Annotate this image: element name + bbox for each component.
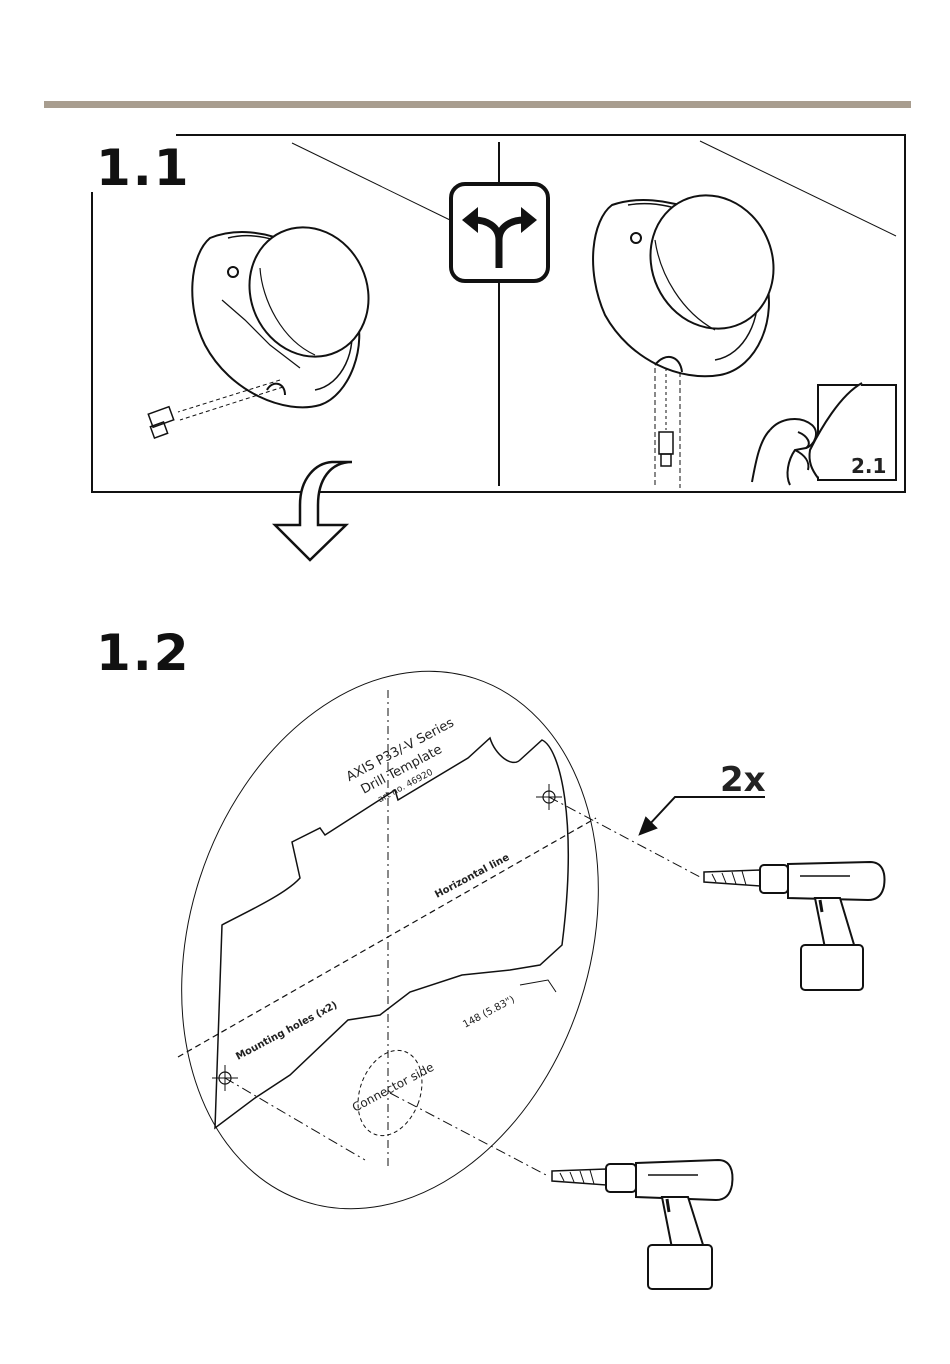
connector-side-label: Connector side <box>350 1060 436 1115</box>
fork-arrow-icon <box>451 184 548 281</box>
template-text: AXIS P33/-V Series Drill Template art no… <box>344 715 472 813</box>
network-cable-right <box>655 368 680 488</box>
drill-template <box>115 617 665 1264</box>
two-times-pointer <box>640 797 765 834</box>
reference-step-label: 2.1 <box>851 454 886 478</box>
horizontal-line-label: Horizontal line <box>433 852 511 901</box>
drill-count-label: 2x <box>720 760 766 800</box>
dimension-label: 148 (5.83") <box>461 994 517 1030</box>
mounting-holes-label: Mounting holes (x2) <box>234 1000 339 1063</box>
camera-right <box>593 175 795 376</box>
drill-guide-lines <box>225 797 700 1176</box>
drill-icon-upper <box>704 862 884 990</box>
network-cable-left <box>148 380 283 438</box>
drill-icon-lower <box>552 1160 732 1289</box>
wall-edge-lines <box>292 141 896 236</box>
next-step-arrow <box>275 462 352 560</box>
camera-left <box>192 208 389 408</box>
